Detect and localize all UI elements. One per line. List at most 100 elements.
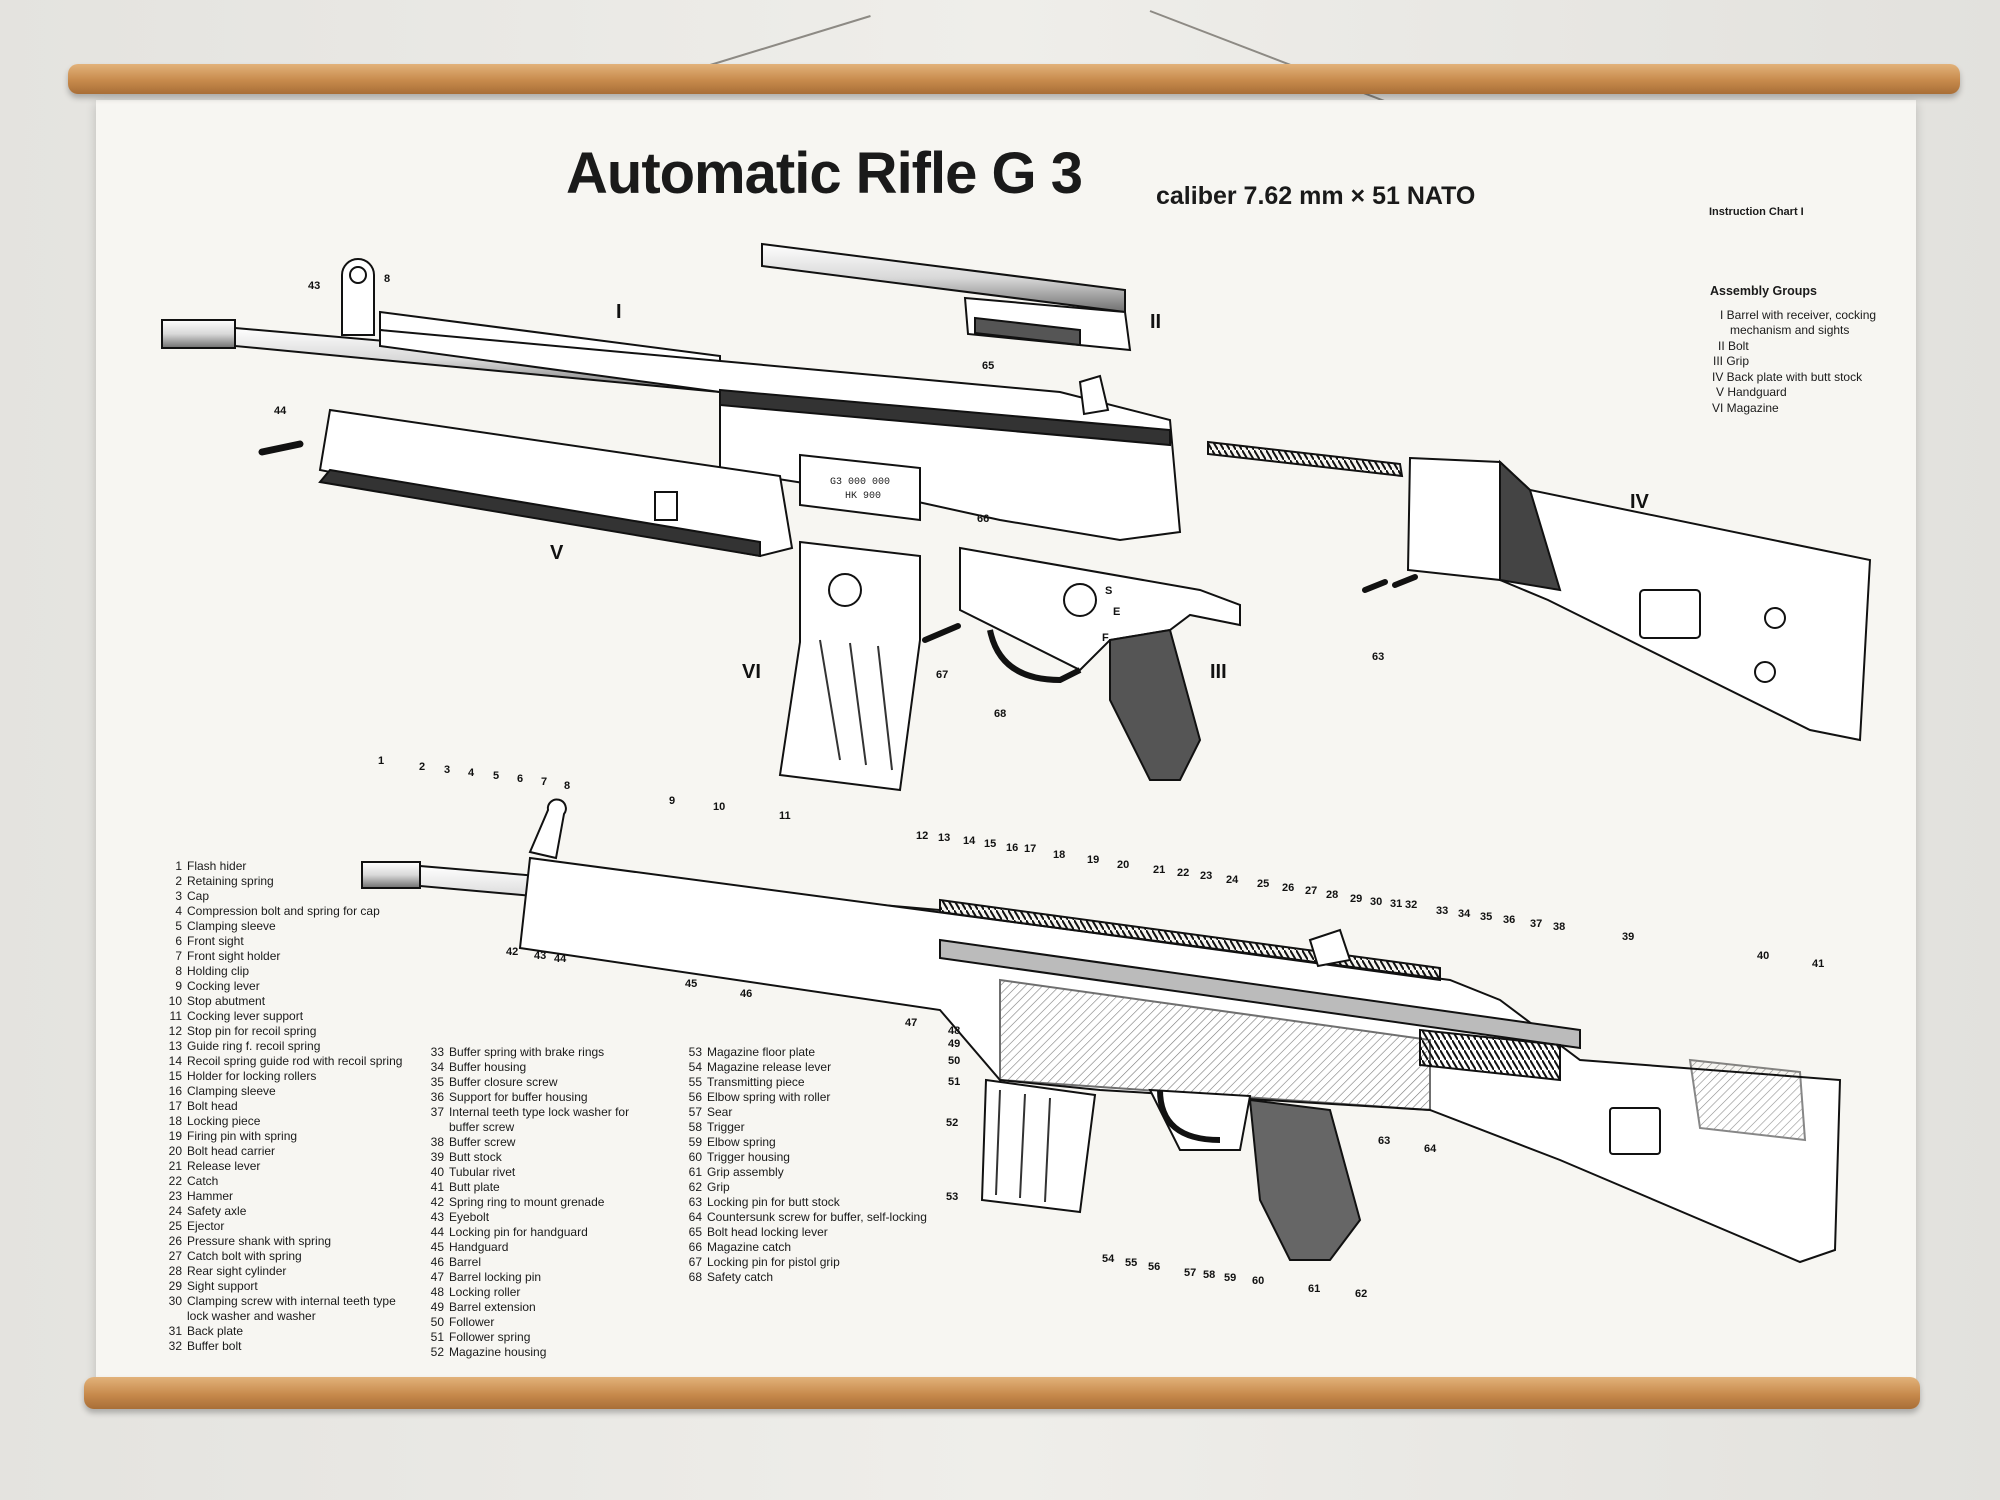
part-name: Trigger xyxy=(707,1120,745,1134)
part-number: 60 xyxy=(688,1150,702,1164)
parts-list-row: 23 Hammer xyxy=(162,1189,402,1204)
part-number: 58 xyxy=(688,1120,702,1134)
part-name: Locking pin for pistol grip xyxy=(707,1255,840,1269)
callout-68: 68 xyxy=(994,708,1006,720)
part-label-22: 22 xyxy=(1177,867,1189,879)
poster-subtitle: caliber 7.62 mm × 51 NATO xyxy=(1156,182,1476,210)
part-name: Locking pin for butt stock xyxy=(707,1195,840,1209)
part-label-24: 24 xyxy=(1226,874,1239,886)
part-name: Back plate xyxy=(187,1324,244,1338)
part-number: 36 xyxy=(430,1090,444,1104)
part-name-continued: buffer screw xyxy=(449,1120,515,1134)
part-number: 24 xyxy=(168,1204,182,1218)
part-label-55: 55 xyxy=(1125,1257,1137,1269)
group-label-iii: III xyxy=(1210,661,1227,683)
assembly-group-item: V Handguard xyxy=(1716,385,1787,399)
part-number: 23 xyxy=(168,1189,182,1203)
part-label-57: 57 xyxy=(1184,1267,1196,1279)
part-label-27: 27 xyxy=(1305,885,1317,897)
part-name: Locking piece xyxy=(187,1114,261,1128)
part-label-54: 54 xyxy=(1102,1253,1115,1265)
group-label-v: V xyxy=(550,542,564,564)
part-name: Elbow spring xyxy=(707,1135,776,1149)
part-name: Holding clip xyxy=(187,964,250,978)
part-label-40: 40 xyxy=(1757,950,1769,962)
callout-66: 66 xyxy=(977,513,989,525)
part-name: Grip xyxy=(707,1180,730,1194)
part-name: Buffer screw xyxy=(449,1135,516,1149)
part-name: Pressure shank with spring xyxy=(187,1234,332,1248)
part-label-11: 11 xyxy=(779,810,791,822)
part-name: Bolt head locking lever xyxy=(707,1225,828,1239)
part-label-6: 6 xyxy=(517,773,523,785)
part-number: 17 xyxy=(168,1099,182,1113)
part-name: Sight support xyxy=(187,1279,258,1293)
callout-43: 43 xyxy=(308,280,320,292)
part-number: 44 xyxy=(430,1225,444,1239)
part-name: Hammer xyxy=(187,1189,234,1203)
assembly-groups-heading: Assembly Groups xyxy=(1710,284,1817,298)
part-number: 33 xyxy=(430,1045,444,1059)
group-label-vi: VI xyxy=(742,661,761,683)
part-name: Tubular rivet xyxy=(449,1165,516,1179)
assembly-group-item: I Barrel with receiver, cocking xyxy=(1720,307,1877,322)
part-name: Stop abutment xyxy=(187,994,266,1008)
part-label-42: 42 xyxy=(506,946,518,958)
part-label-25: 25 xyxy=(1257,878,1269,890)
instruction-chart-label: Instruction Chart I xyxy=(1709,206,1804,218)
part-number: 14 xyxy=(168,1054,182,1068)
part-label-20: 20 xyxy=(1117,859,1129,871)
part-number: 11 xyxy=(169,1009,182,1023)
part-name: Cap xyxy=(187,889,210,903)
part-name: Cocking lever xyxy=(187,979,260,993)
part-label-48: 48 xyxy=(948,1025,960,1037)
part-number: 38 xyxy=(430,1135,444,1149)
part-name: Catch bolt with spring xyxy=(187,1249,302,1263)
part-label-33: 33 xyxy=(1436,905,1448,917)
part-number: 56 xyxy=(688,1090,702,1104)
part-number: 19 xyxy=(168,1129,182,1143)
part-label-51: 51 xyxy=(948,1076,960,1088)
callout-63: 63 xyxy=(1372,651,1384,663)
selector-mark-f: F xyxy=(1102,632,1109,644)
part-number: 64 xyxy=(688,1210,702,1224)
part-number: 39 xyxy=(430,1150,444,1164)
assembly-group-item: mechanism and sights xyxy=(1730,323,1850,337)
part-name: Bolt head xyxy=(187,1099,238,1113)
part-number: 48 xyxy=(430,1285,444,1299)
top-hanging-rod xyxy=(68,64,1960,94)
part-name: Bolt head carrier xyxy=(187,1144,276,1158)
part-label-49: 49 xyxy=(948,1038,960,1050)
part-number: 37 xyxy=(430,1105,444,1119)
part-number: 30 xyxy=(168,1294,182,1308)
part-name: Catch xyxy=(187,1174,219,1188)
group-i-barrel-receiver: G3 000 000 HK 900 xyxy=(161,258,1182,542)
flash-hider-part xyxy=(161,319,236,349)
part-name: Magazine floor plate xyxy=(707,1045,816,1059)
part-name: Clamping sleeve xyxy=(187,919,276,933)
part-number: 8 xyxy=(175,964,182,978)
part-label-52: 52 xyxy=(946,1117,958,1129)
part-number: 35 xyxy=(430,1075,444,1089)
